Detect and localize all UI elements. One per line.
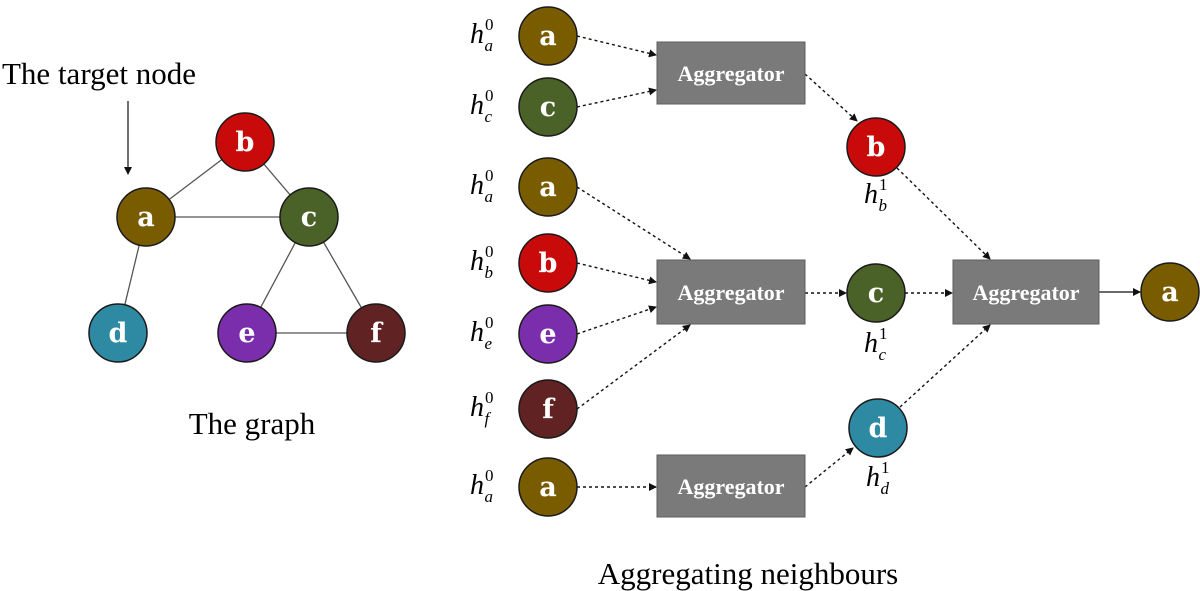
- target-node-caption: The target node: [2, 56, 196, 91]
- flow-arrows: [576, 35, 1141, 491]
- node-label: a: [539, 172, 557, 203]
- node-label: e: [238, 318, 255, 349]
- input-node-b: b: [518, 233, 578, 293]
- node-circle: [116, 187, 176, 247]
- node-circle: [346, 303, 406, 363]
- input-node-a: a: [518, 157, 578, 217]
- flow-arrow: [804, 73, 858, 122]
- input-node-a: a: [518, 6, 578, 66]
- flow-arrow: [576, 324, 691, 410]
- node-label: b: [539, 248, 558, 279]
- graph-node-c: c: [279, 187, 339, 247]
- node-label: a: [539, 21, 557, 52]
- node-circle: [217, 303, 277, 363]
- graph-panel: The target node a b c d e f The graph: [2, 56, 406, 441]
- node-circle: [215, 112, 275, 172]
- flow-arrow: [896, 167, 991, 260]
- hidden-node-c: c: [846, 263, 906, 323]
- node-label: c: [868, 278, 884, 309]
- graph-node-a: a: [116, 187, 176, 247]
- node-label: b: [236, 127, 255, 158]
- output-node: a: [1140, 262, 1200, 322]
- hidden-node-b: b: [846, 117, 906, 177]
- node-circle: [518, 157, 578, 217]
- node-circle: [518, 233, 578, 293]
- aggregator-top: Aggregator: [656, 41, 806, 105]
- flow-arrow: [576, 262, 657, 285]
- aggregator-box: [656, 41, 806, 105]
- aggregator-middle: Aggregator: [656, 259, 806, 325]
- node-label: a: [539, 472, 557, 503]
- node-circle: [518, 304, 578, 364]
- node-label: a: [1161, 277, 1179, 308]
- input-node-e: e: [518, 304, 578, 364]
- node-circle: [846, 263, 906, 323]
- aggregator-label: Aggregator: [677, 61, 784, 86]
- flow-arrow: [804, 447, 854, 488]
- node-label: d: [869, 413, 888, 444]
- input-node-f: f: [518, 379, 578, 439]
- graph-nodes: a b c d e f: [88, 112, 406, 363]
- node-circle: [848, 398, 908, 458]
- graph-node-e: e: [217, 303, 277, 363]
- aggregator-box: [656, 454, 806, 518]
- aggregator-box: [952, 259, 1100, 325]
- node-circle: [518, 379, 578, 439]
- aggregator-bottom: Aggregator: [656, 454, 806, 518]
- hidden-node-d: d: [848, 398, 908, 458]
- flow-arrow: [576, 305, 657, 335]
- flow-arrow: [576, 35, 657, 58]
- flow-arrow: [899, 324, 991, 408]
- node-label: f: [542, 394, 556, 425]
- flow-arrow: [576, 87, 657, 108]
- flow-arrow: [576, 186, 691, 260]
- node-circle: [518, 77, 578, 137]
- graph-node-b: b: [215, 112, 275, 172]
- node-circle: [518, 457, 578, 517]
- aggregation-caption: Aggregating neighbours: [598, 556, 898, 591]
- aggregation-panel: Aggregator Aggregator Aggregator Aggrega…: [470, 6, 1200, 591]
- graph-node-d: d: [88, 303, 148, 363]
- aggregator-box: [656, 259, 806, 325]
- node-circle: [518, 6, 578, 66]
- input-node-c: c: [518, 77, 578, 137]
- node-label: a: [137, 202, 155, 233]
- input-node-a: a: [518, 457, 578, 517]
- graph-node-f: f: [346, 303, 406, 363]
- node-label: c: [540, 92, 556, 123]
- aggregator-label: Aggregator: [677, 280, 784, 305]
- node-label: c: [301, 202, 317, 233]
- node-circle: [846, 117, 906, 177]
- output-node-a: a: [1140, 262, 1200, 322]
- aggregator-final: Aggregator: [952, 259, 1100, 325]
- node-label: e: [539, 319, 556, 350]
- aggregator-label: Aggregator: [972, 280, 1079, 305]
- node-circle: [88, 303, 148, 363]
- aggregator-label: Aggregator: [677, 474, 784, 499]
- node-label: d: [109, 318, 128, 349]
- node-label: f: [370, 318, 384, 349]
- graph-caption: The graph: [189, 406, 316, 441]
- node-label: b: [867, 132, 886, 163]
- node-circle: [279, 187, 339, 247]
- node-circle: [1140, 262, 1200, 322]
